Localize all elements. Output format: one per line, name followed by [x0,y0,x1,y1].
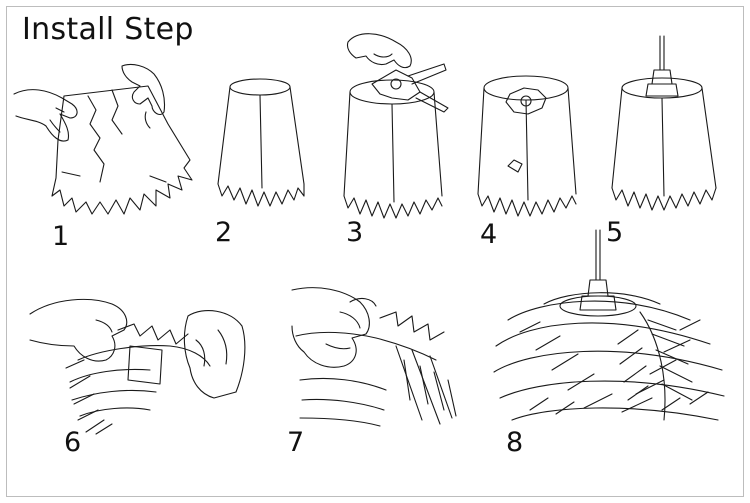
step-3-illustration [343,33,449,219]
step-5-illustration [611,35,717,211]
step-4-illustration [477,75,577,217]
step-7-illustration [291,287,457,427]
step-number-1: 1 [52,221,70,252]
step-6-illustration [29,298,246,435]
step-number-2: 2 [215,217,233,248]
diagram-frame [6,6,744,497]
step-number-7: 7 [287,427,305,458]
diagram-title: Install Step [22,12,194,47]
step-2-illustration [217,78,305,207]
step-number-8: 8 [506,427,524,458]
step-1-illustration [13,63,193,215]
step-number-3: 3 [346,217,364,248]
step-number-4: 4 [480,219,498,250]
step-number-5: 5 [606,217,624,248]
step-number-6: 6 [64,427,82,458]
step-8-illustration [493,229,725,421]
